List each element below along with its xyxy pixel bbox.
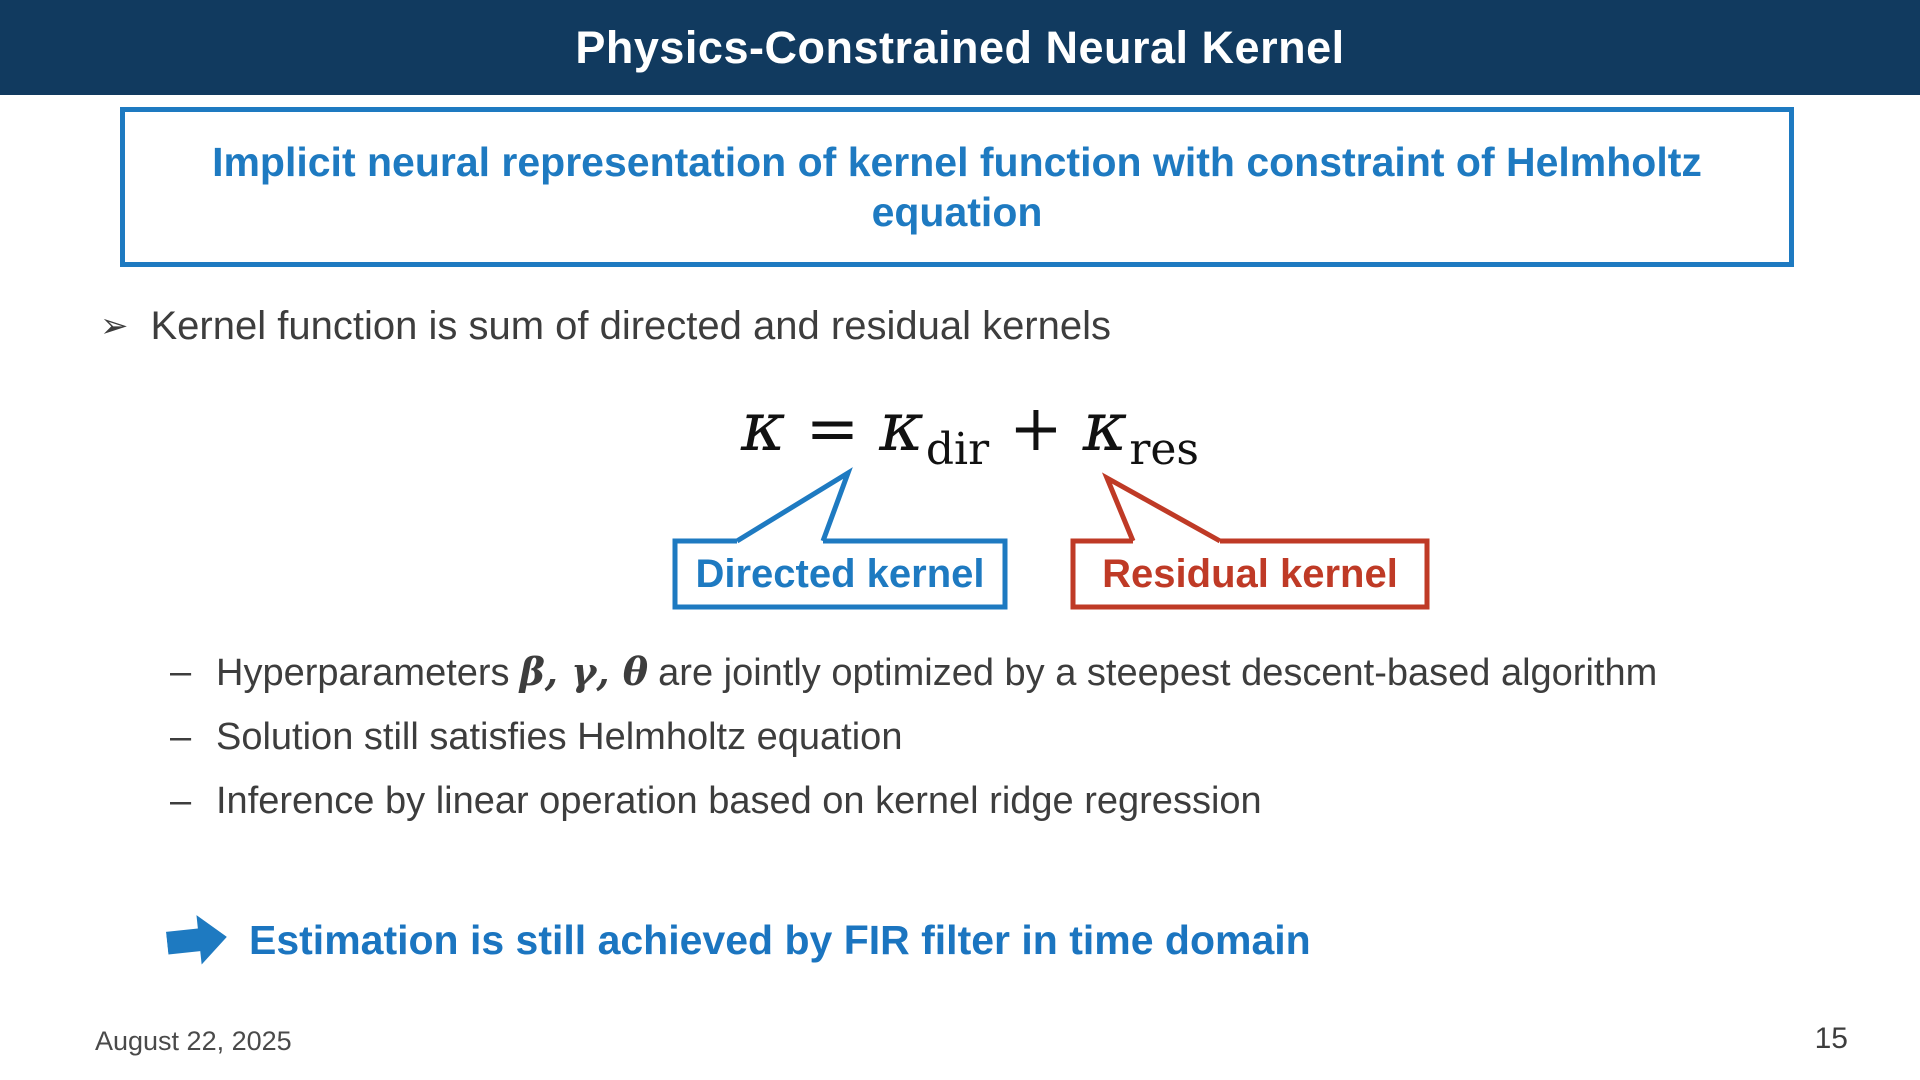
sub-bullet-text-prefix: Hyperparameters [216, 652, 510, 694]
dash-bullet-icon: – [170, 780, 192, 822]
formula-kappa-dir: κ [879, 388, 924, 467]
page-number: 15 [1814, 1022, 1848, 1055]
sub-bullet-text-suffix: are jointly optimized by a steepest desc… [658, 652, 1658, 694]
bullet-text: Kernel function is sum of directed and r… [150, 304, 1112, 348]
hyperparameter-symbols: β, γ, θ [519, 649, 649, 694]
callout-shapes [672, 467, 1430, 610]
right-block-arrow-icon [165, 915, 227, 965]
list-item: – Inference by linear operation based on… [170, 774, 1790, 828]
residual-kernel-label: Residual kernel [1102, 551, 1398, 596]
formula-sub-res: res [1129, 424, 1199, 475]
formula-kappa-res: κ [1082, 388, 1128, 467]
footer-date: August 22, 2025 [95, 1026, 292, 1056]
directed-kernel-label: Directed kernel [695, 551, 985, 596]
conclusion-row: Estimation is still achieved by FIR filt… [165, 912, 1311, 968]
formula-sub-dir: dir [925, 424, 990, 475]
formula-kappa: κ [741, 388, 786, 467]
formula-equals: = [805, 392, 860, 466]
dash-bullet-icon: – [170, 716, 192, 758]
residual-kernel-pointer [1101, 472, 1222, 544]
list-item: – Solution still satisfies Helmholtz equ… [170, 710, 1790, 764]
header-bar: Physics-Constrained Neural Kernel [0, 0, 1920, 95]
kernel-sum-formula: κ=κdir+κres [680, 388, 1260, 475]
dash-bullet-icon: – [170, 651, 192, 693]
arrowhead-bullet-icon: ➢ [100, 306, 129, 346]
formula-plus: + [1009, 392, 1063, 466]
residual-kernel-box-outline [1070, 538, 1430, 610]
directed-kernel-pointer [735, 467, 853, 544]
sub-bullet-solution: Solution still satisfies Helmholtz equat… [216, 716, 903, 758]
topic-box: Implicit neural representation of kernel… [120, 107, 1794, 267]
directed-kernel-box-outline [672, 538, 1008, 610]
conclusion-text: Estimation is still achieved by FIR filt… [249, 917, 1311, 963]
topic-text: Implicit neural representation of kernel… [212, 138, 1702, 235]
page-title: Physics-Constrained Neural Kernel [575, 21, 1345, 73]
bullet-kernel-sum: ➢ Kernel function is sum of directed and… [100, 300, 1860, 352]
sub-bullet-inference: Inference by linear operation based on k… [216, 780, 1262, 822]
